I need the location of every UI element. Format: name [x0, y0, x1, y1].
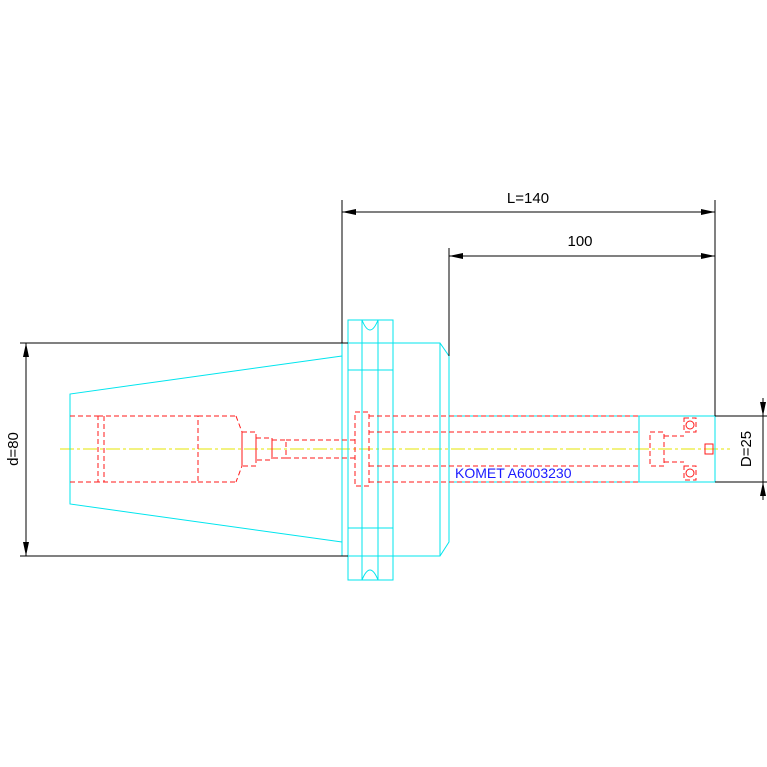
shank-length-label: 100 — [567, 233, 592, 250]
dimension-overall-length: L=140 — [341, 190, 716, 416]
overall-length-label: L=140 — [507, 190, 549, 207]
tool-end-detail — [649, 417, 714, 481]
dimension-tool-diameter: D=25 — [715, 398, 767, 500]
dimension-shank-length: 100 — [448, 233, 715, 356]
flange-outline — [341, 319, 394, 581]
hidden-bore — [70, 411, 639, 487]
taper-outline — [69, 355, 343, 543]
flange-diameter-label: d=80 — [5, 432, 22, 466]
shank-outline — [448, 415, 716, 483]
part-label: KOMET A6003230 — [455, 465, 572, 481]
tool-diameter-label: D=25 — [738, 431, 755, 467]
dimension-flange-diameter: d=80 — [5, 342, 348, 557]
